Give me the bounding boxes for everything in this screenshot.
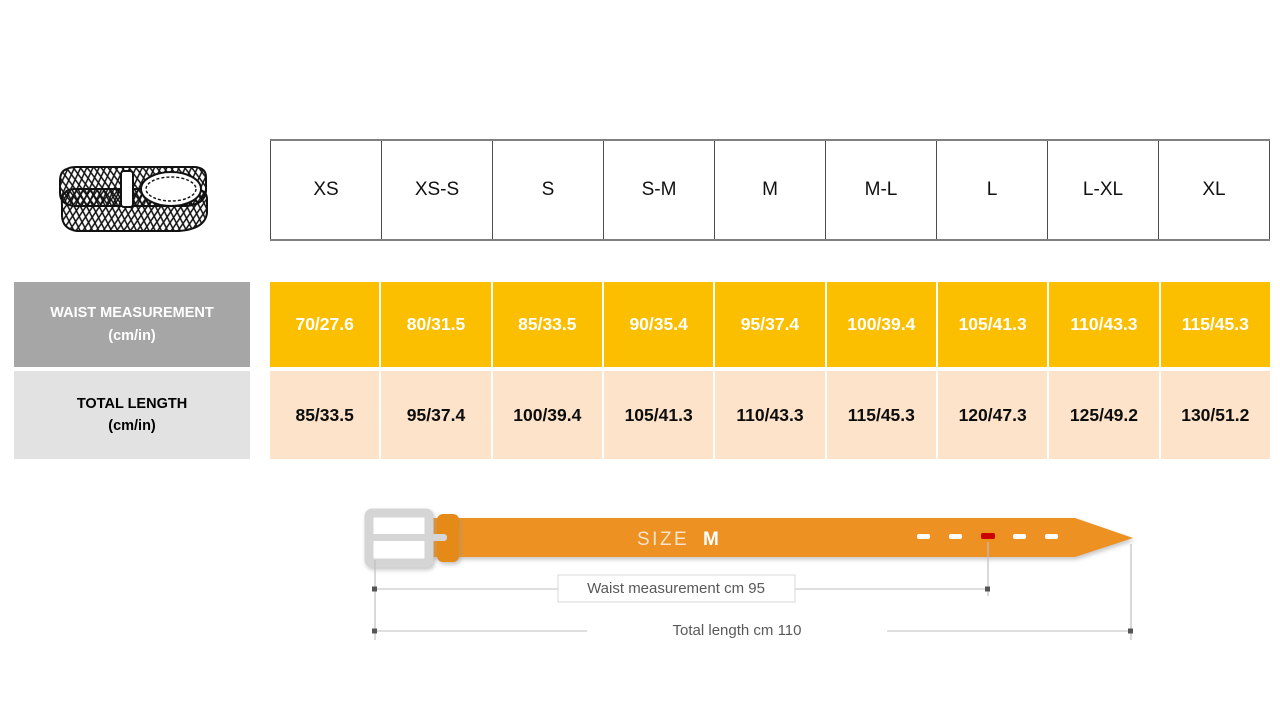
size-header-cell: XL bbox=[1159, 141, 1270, 239]
belt-hole bbox=[949, 534, 962, 539]
waist-measurement-cell: 85/33.5 bbox=[492, 282, 602, 367]
waist-measurement-cell: 110/43.3 bbox=[1049, 282, 1159, 367]
belt-hole-active bbox=[981, 533, 995, 539]
product-belt-icon bbox=[55, 143, 217, 241]
total-length-cell: 95/37.4 bbox=[381, 371, 491, 459]
belt-measurement-diagram: SIZE M Waist measurement cm 95 Total len… bbox=[355, 498, 1155, 648]
total-length-cell: 110/43.3 bbox=[715, 371, 825, 459]
waist-measurement-label-unit: (cm/in) bbox=[108, 327, 156, 344]
belt-buckle-prong bbox=[365, 534, 447, 541]
waist-measurement-cell: 95/37.4 bbox=[715, 282, 825, 367]
dimension-tick-end bbox=[1128, 628, 1133, 634]
waist-measurement-cell: 105/41.3 bbox=[937, 282, 1048, 367]
waist-measurement-label-text: WAIST MEASUREMENT bbox=[50, 305, 214, 322]
belt-keeper-loop bbox=[437, 514, 459, 562]
size-header-cell: S-M bbox=[604, 141, 715, 239]
dimension-tick-start bbox=[372, 628, 377, 634]
belt-hole bbox=[917, 534, 930, 539]
size-header-cell: M bbox=[715, 141, 826, 239]
total-length-cell: 85/33.5 bbox=[270, 371, 380, 459]
total-length-label-backing bbox=[587, 618, 887, 643]
total-length-row-label: TOTAL LENGTH (cm/in) bbox=[14, 371, 250, 459]
dimension-tick-start bbox=[372, 586, 377, 592]
waist-dimension-label-box bbox=[557, 574, 796, 603]
total-length-label-text: TOTAL LENGTH bbox=[76, 395, 188, 412]
waist-measurement-row-label: WAIST MEASUREMENT (cm/in) bbox=[14, 282, 250, 367]
belt-size-prefix-label: SIZE bbox=[637, 529, 689, 550]
total-length-cell: 130/51.2 bbox=[1160, 371, 1270, 459]
waist-measurement-cell: 70/27.6 bbox=[270, 282, 380, 367]
waist-measurement-cell: 115/45.3 bbox=[1160, 282, 1270, 367]
braided-belt-illustration bbox=[59, 166, 208, 232]
size-header-cell: XS-S bbox=[382, 141, 493, 239]
total-length-cell: 115/45.3 bbox=[826, 371, 936, 459]
size-header-cell: XS bbox=[270, 141, 382, 239]
total-length-cell: 125/49.2 bbox=[1049, 371, 1159, 459]
size-header-cell: S bbox=[493, 141, 604, 239]
size-header-cell: L-XL bbox=[1048, 141, 1159, 239]
total-length-cell: 105/41.3 bbox=[603, 371, 714, 459]
waist-measurement-cell: 80/31.5 bbox=[381, 282, 491, 367]
belt-hole bbox=[1013, 534, 1026, 539]
total-length-cell: 120/47.3 bbox=[937, 371, 1048, 459]
waist-measurement-row: 70/27.6 80/31.5 85/33.5 90/35.4 95/37.4 … bbox=[270, 282, 1270, 367]
total-length-row: 85/33.5 95/37.4 100/39.4 105/41.3 110/43… bbox=[270, 371, 1270, 459]
belt-strap bbox=[425, 518, 1133, 557]
total-length-dimension-label: Total length cm 110 bbox=[673, 622, 802, 639]
belt-hole bbox=[1045, 534, 1058, 539]
size-header-cell: M-L bbox=[826, 141, 937, 239]
belt-size-value-label: M bbox=[703, 529, 719, 550]
waist-measurement-cell: 100/39.4 bbox=[826, 282, 936, 367]
size-header-cell: L bbox=[937, 141, 1048, 239]
total-length-label-unit: (cm/in) bbox=[108, 418, 156, 434]
belt-diagram-svg: SIZE M Waist measurement cm 95 Total len… bbox=[364, 508, 1133, 643]
waist-dimension-label: Waist measurement cm 95 bbox=[587, 580, 765, 597]
waist-measurement-cell: 90/35.4 bbox=[603, 282, 714, 367]
size-header-row: XS XS-S S S-M M M-L L L-XL XL bbox=[270, 139, 1270, 241]
total-length-cell: 100/39.4 bbox=[492, 371, 602, 459]
dimension-tick-end bbox=[985, 586, 990, 592]
